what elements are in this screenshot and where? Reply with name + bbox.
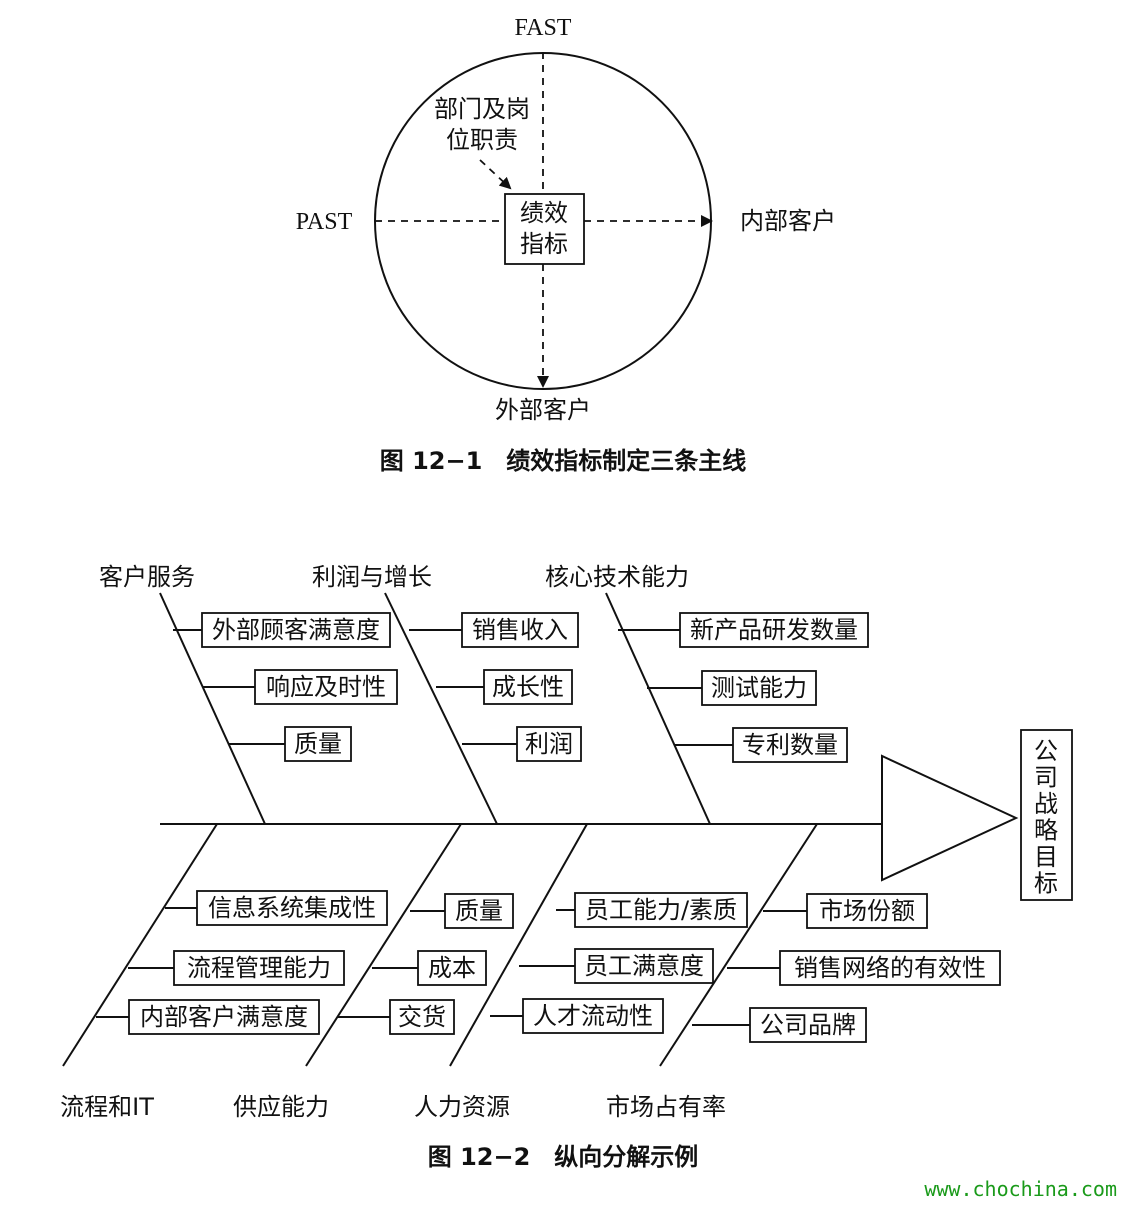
top-1-item-box: [284, 726, 352, 762]
label-bottom: 外部客户: [495, 396, 591, 424]
center-box: [504, 193, 585, 265]
goal-char: 标: [1034, 870, 1058, 898]
top-1-bone-line: [159, 592, 266, 825]
top-3-category-label: 核心技术能力: [545, 563, 689, 591]
bottom-2-item-label: 质量: [455, 897, 503, 925]
bottom-4-item-box: [806, 893, 928, 929]
top-3-bone-line: [605, 592, 711, 825]
bottom-2-item-box: [417, 950, 487, 986]
bottom-4-item-label: 市场份额: [819, 897, 915, 925]
bottom-3-item-label: 员工满意度: [584, 952, 704, 980]
bottom-4-category-label: 市场占有率: [606, 1093, 726, 1121]
top-1-category-label: 客户服务: [99, 563, 195, 591]
bottom-1-item-box: [128, 999, 320, 1035]
top-1-item-label: 响应及时性: [266, 673, 386, 701]
goal-box: [1020, 729, 1073, 901]
top-2-item-box: [461, 612, 579, 648]
goal-char: 目: [1034, 843, 1058, 871]
bottom-3-category-label: 人力资源: [414, 1093, 510, 1121]
bottom-3-item-box: [574, 948, 714, 984]
bottom-2-item-label: 成本: [428, 954, 476, 982]
top-3-item-box: [679, 612, 869, 648]
bottom-1-item-box: [173, 950, 345, 986]
bottom-3-item-label: 员工能力/素质: [585, 896, 737, 924]
top-3-item-label: 测试能力: [711, 674, 807, 702]
bottom-1-bone-line: [62, 823, 218, 1067]
figure-1: 绩效 指标 FAST PAST 内部客户 外部客户 部门及岗 位职责 图 12−…: [296, 15, 836, 475]
top-2-item-box: [483, 669, 573, 705]
bottom-2-item-box: [389, 999, 455, 1035]
top-3-item-label: 新产品研发数量: [690, 616, 858, 644]
top-3-item-label: 专利数量: [742, 731, 838, 759]
fish-head-triangle: [881, 754, 1019, 882]
top-3-item-box: [701, 670, 817, 706]
bottom-3-item-box: [574, 892, 748, 928]
bottom-2-bone-line: [305, 823, 462, 1067]
bottom-2-item-box: [444, 893, 514, 929]
bottom-2-category-label: 供应能力: [233, 1093, 329, 1121]
bottom-4-item-label: 公司品牌: [760, 1011, 856, 1039]
bottom-3-bone-line: [449, 823, 588, 1067]
dept-label-line2: 位职责: [446, 126, 518, 154]
goal-char: 战: [1034, 790, 1058, 818]
bottom-1-category-label: 流程和IT: [60, 1093, 154, 1121]
label-right: 内部客户: [740, 207, 836, 235]
center-label-line1: 绩效: [520, 199, 568, 227]
top-2-item-label: 利润: [525, 730, 573, 758]
bottom-4-bone-line: [659, 823, 818, 1067]
goal-char: 略: [1034, 817, 1058, 845]
center-label-line2: 指标: [520, 230, 568, 258]
goal-char: 司: [1034, 764, 1058, 792]
top-2-item-box: [516, 726, 582, 762]
bottom-4-item-box: [779, 950, 1001, 986]
bottom-1-item-label: 流程管理能力: [187, 954, 331, 982]
dept-label-line1: 部门及岗: [434, 95, 530, 123]
bottom-4-item-box: [749, 1007, 867, 1043]
top-2-item-label: 销售收入: [472, 616, 568, 644]
caption-figure-2: 图 12−2 纵向分解示例: [428, 1143, 699, 1171]
label-top: FAST: [515, 15, 572, 41]
bottom-3-item-label: 人才流动性: [533, 1002, 653, 1030]
bottom-1-item-label: 信息系统集成性: [208, 894, 376, 922]
top-1-item-label: 质量: [294, 730, 342, 758]
goal-char: 公: [1034, 737, 1058, 765]
top-2-item-label: 成长性: [492, 673, 564, 701]
bottom-3-item-box: [522, 998, 664, 1034]
top-2-category-label: 利润与增长: [312, 563, 432, 591]
top-1-item-label: 外部顾客满意度: [212, 616, 380, 644]
dept-arrow: [479, 159, 512, 190]
bottom-1-item-box: [196, 890, 388, 926]
top-2-bone-line: [384, 592, 498, 825]
top-3-item-box: [732, 727, 848, 763]
caption-figure-1: 图 12−1 绩效指标制定三条主线: [380, 447, 747, 475]
watermark: www.chochina.com: [924, 1177, 1117, 1201]
bottom-1-item-label: 内部客户满意度: [140, 1003, 308, 1031]
bottom-2-item-label: 交货: [398, 1003, 446, 1031]
top-1-item-box: [254, 669, 398, 705]
label-left: PAST: [296, 209, 353, 235]
bottom-4-item-label: 销售网络的有效性: [794, 954, 986, 982]
top-1-item-box: [201, 612, 391, 648]
